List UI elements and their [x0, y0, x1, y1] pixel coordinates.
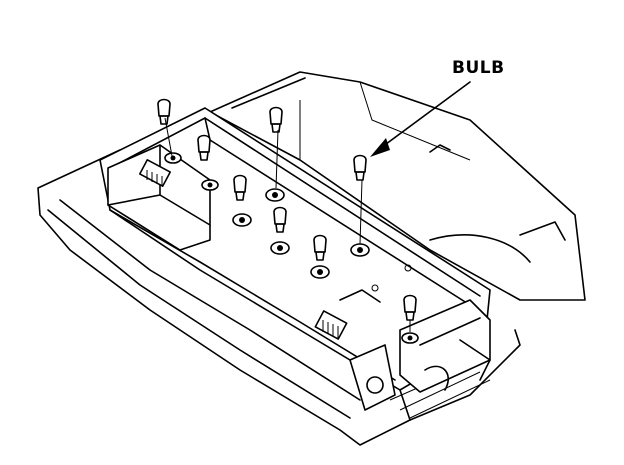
bulb	[197, 134, 211, 161]
bulb-socket	[350, 243, 370, 257]
bulb-socket	[310, 265, 330, 279]
bulb-socket	[265, 188, 285, 202]
bulb	[353, 154, 367, 245]
bulb-callout-label: BULB	[452, 58, 505, 78]
bulb-socket	[270, 241, 290, 255]
bulb-sockets	[164, 152, 419, 344]
bulb	[157, 98, 173, 157]
bulb-socket	[232, 213, 252, 227]
bulb	[269, 106, 283, 189]
bulb	[233, 174, 247, 201]
rear-housing	[209, 71, 586, 301]
bulb-socket	[164, 152, 182, 164]
bulb-socket	[201, 179, 219, 191]
main-tray	[99, 107, 491, 411]
bulb-socket	[401, 332, 419, 344]
bulb	[403, 294, 417, 332]
callout-arrow	[370, 81, 471, 157]
bulb	[273, 206, 287, 233]
bulb	[313, 234, 327, 261]
bulbs	[157, 98, 417, 332]
